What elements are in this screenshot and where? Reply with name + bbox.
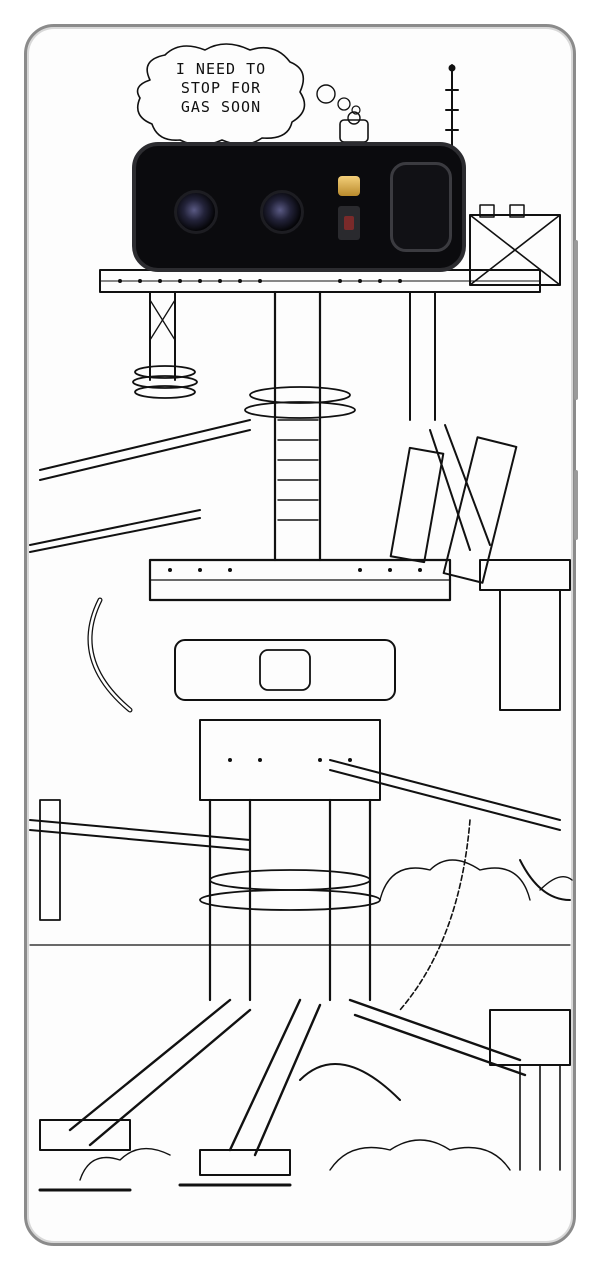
fingerprint-sensor (390, 162, 452, 252)
thought-dot-medium (337, 97, 351, 111)
thought-line-2: STOP FOR (180, 79, 262, 97)
thought-line-3: GAS SOON (180, 98, 262, 116)
camera-sensor (338, 206, 360, 240)
camera-lens-right (260, 190, 304, 234)
thought-line-1: I NEED TO (175, 60, 267, 78)
thought-bubble-text: I NEED TO STOP FOR GAS SOON (146, 60, 296, 117)
thought-dot-large (316, 84, 336, 104)
thought-cloud (136, 43, 306, 146)
volume-button (574, 240, 578, 400)
camera-module (132, 142, 466, 272)
power-button (574, 470, 578, 540)
thought-dot-small (351, 105, 361, 115)
camera-lens-left (174, 190, 218, 234)
camera-flash (338, 176, 360, 196)
